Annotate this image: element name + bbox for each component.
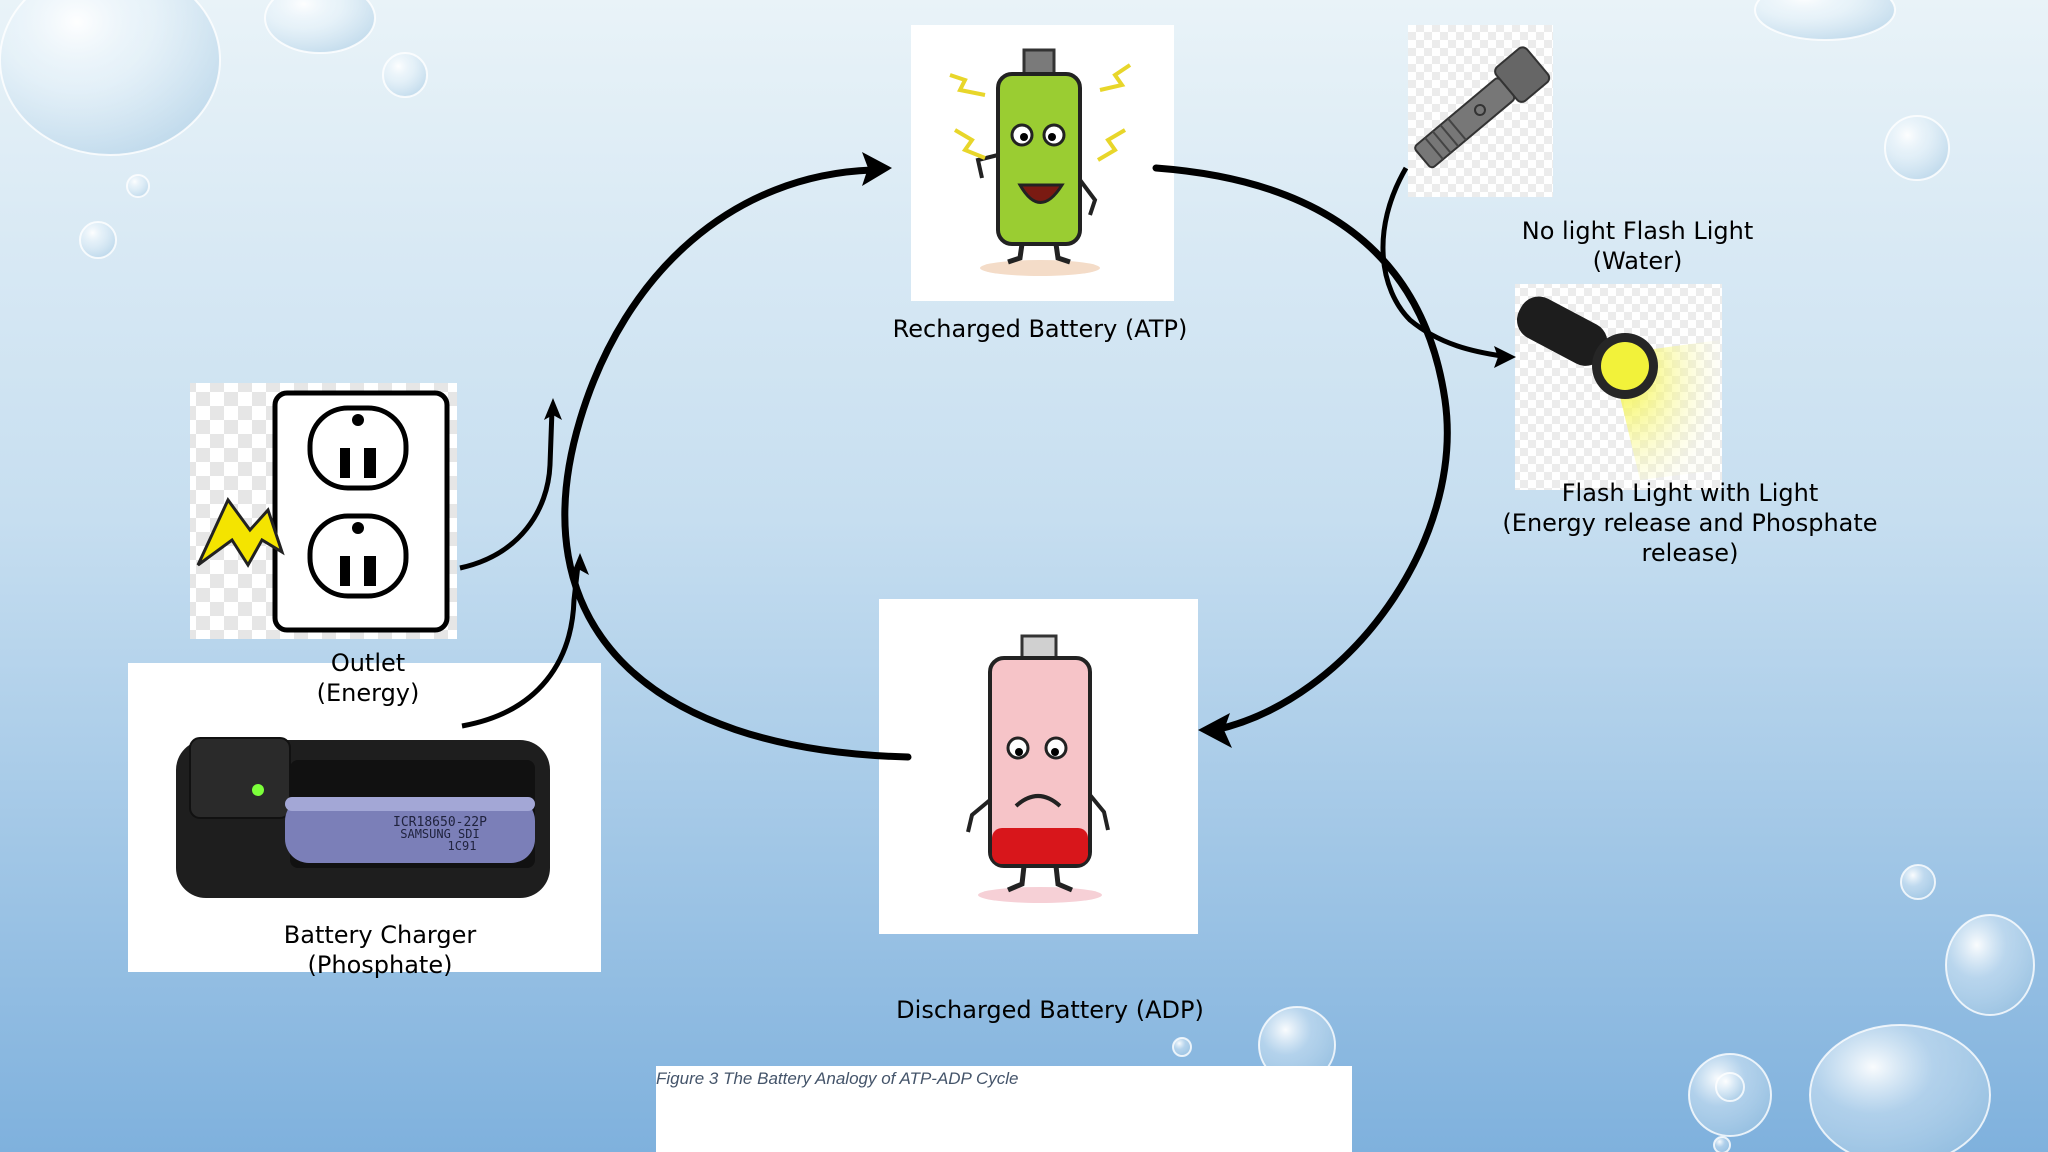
label-no-light-flashlight: No light Flash Light (Water)	[1480, 216, 1795, 276]
arrow-discharged-to-recharged	[561, 166, 912, 761]
arrowhead-to-discharged	[1198, 713, 1232, 748]
label-outlet-line2: (Energy)	[316, 679, 420, 707]
recharged-battery-image	[911, 25, 1174, 301]
label-outlet-line1: Outlet	[330, 649, 406, 677]
battery-label-line2: SAMSUNG SDI	[400, 827, 479, 841]
battery-label-line1: ICR18650-22P	[393, 815, 487, 830]
arrow-outlet-to-cycle	[459, 409, 555, 571]
label-no-light-line1: No light Flash Light	[1521, 217, 1754, 245]
label-outlet: Outlet (Energy)	[268, 648, 468, 708]
cycle-arrows	[561, 164, 1451, 761]
caption-box	[656, 1066, 1352, 1152]
arrowhead-flashlight	[1494, 346, 1516, 368]
side-arrows	[459, 166, 1503, 729]
arrowhead-outlet	[544, 398, 562, 420]
arrow-recharged-to-discharged	[1152, 164, 1451, 734]
figure-caption: Figure 3 The Battery Analogy of ATP-ADP …	[656, 1069, 1019, 1088]
battery-label-line3: 1C91	[448, 839, 477, 853]
label-flash-line3: release)	[1641, 539, 1739, 567]
label-flash-line1: Flash Light with Light	[1561, 479, 1819, 507]
label-charger-line1: Battery Charger	[283, 921, 477, 949]
outlet-image	[190, 383, 457, 639]
flashlight-on-image	[1515, 284, 1722, 490]
arrowhead-charger	[571, 553, 589, 575]
arrow-flashlight-off-to-on	[1380, 166, 1503, 359]
discharged-battery-image	[879, 599, 1198, 934]
label-discharged-battery: Discharged Battery (ADP)	[896, 996, 1204, 1024]
label-no-light-line2: (Water)	[1592, 247, 1683, 275]
arrow-charger-to-cycle	[461, 564, 581, 729]
label-charger-line2: (Phosphate)	[307, 951, 453, 979]
label-recharged-battery: Recharged Battery (ATP)	[892, 315, 1188, 343]
flashlight-off-image	[1408, 25, 1553, 197]
label-flash-line2: (Energy release and Phosphate	[1502, 509, 1878, 537]
arrowhead-to-recharged	[862, 152, 892, 186]
battery-charger-image: ICR18650-22P SAMSUNG SDI 1C91	[128, 663, 601, 972]
label-flashlight-with-light: Flash Light with Light (Energy release a…	[1480, 478, 1900, 568]
label-battery-charger: Battery Charger (Phosphate)	[260, 920, 500, 980]
